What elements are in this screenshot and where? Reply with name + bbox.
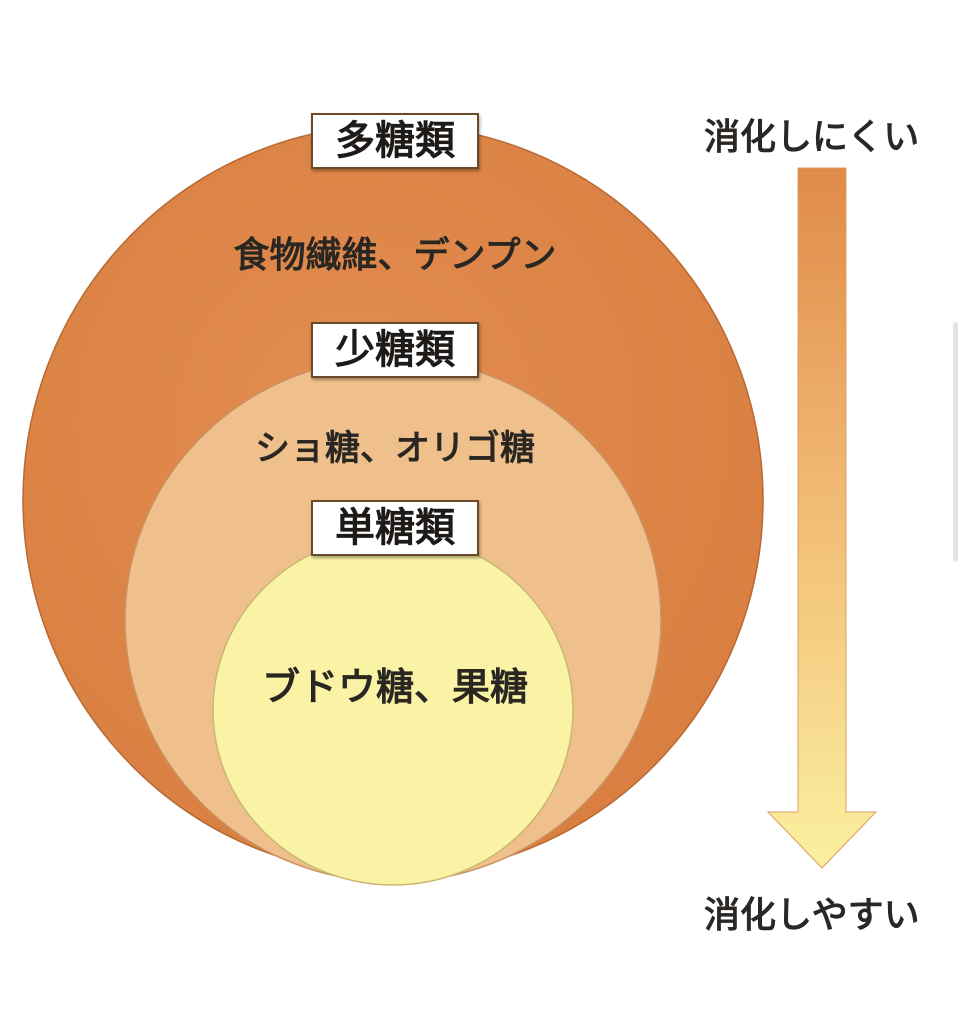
oligosaccharides-title: 少糖類 <box>311 322 479 378</box>
polysaccharides-title: 多糖類 <box>311 113 479 169</box>
digestion-easy-label: 消化しやすい <box>704 895 920 936</box>
digestion-arrow <box>766 167 878 869</box>
polysaccharides-examples: 食物繊維、デンプン <box>233 235 557 276</box>
monosaccharides-title: 単糖類 <box>311 500 479 556</box>
monosaccharides-examples: ブドウ糖、果糖 <box>261 665 528 709</box>
oligosaccharides-examples: ショ糖、オリゴ糖 <box>254 429 535 469</box>
digestion-hard-label: 消化しにくい <box>704 117 920 158</box>
scrollbar[interactable] <box>953 322 958 562</box>
